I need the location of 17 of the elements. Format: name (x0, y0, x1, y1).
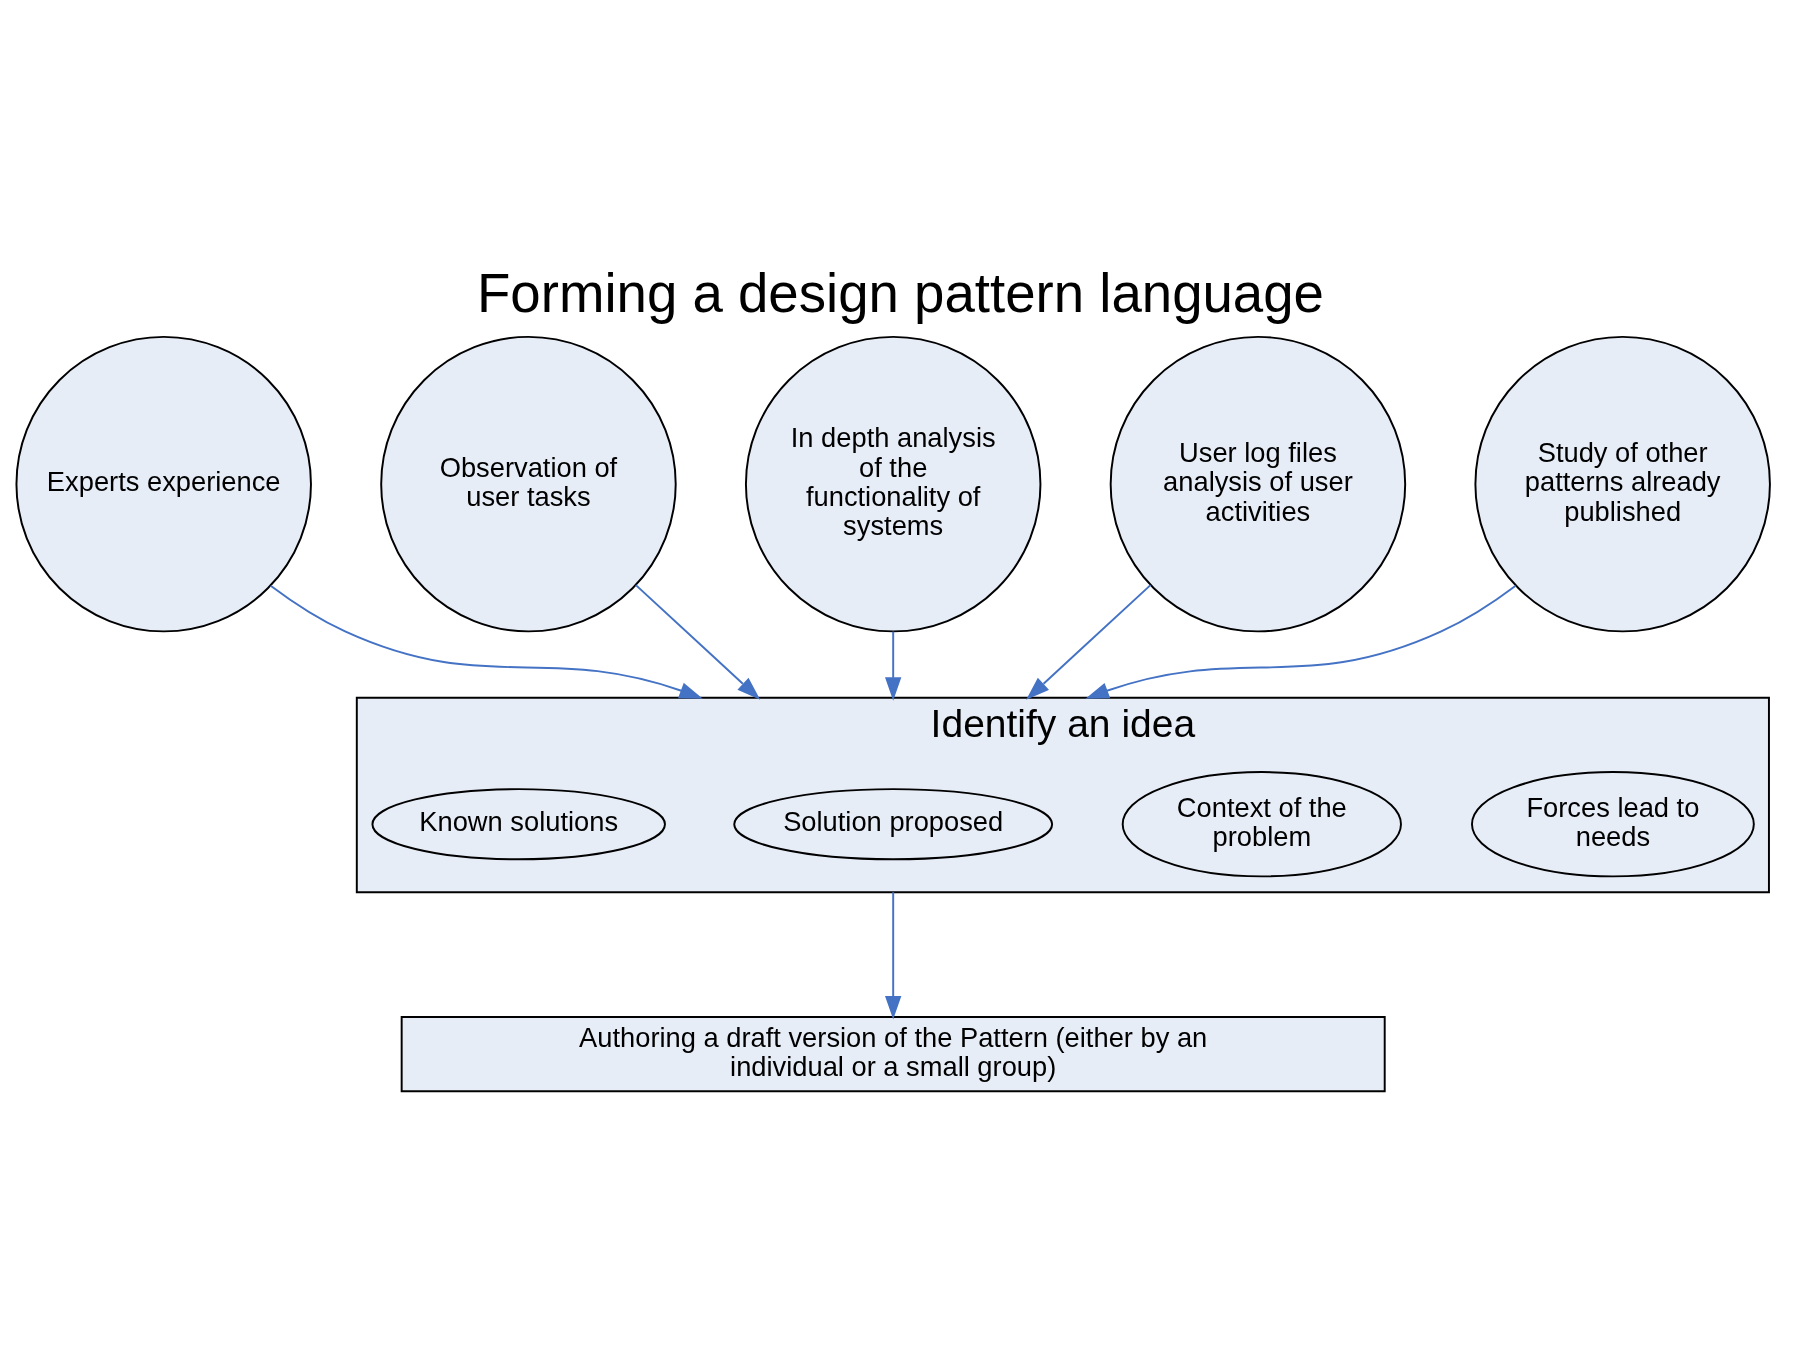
node-ellipse: Solution proposed (733, 788, 1054, 861)
arrow (1085, 584, 1517, 699)
arrow (885, 891, 902, 1020)
node-circle: In depth analysis of the functionality of systems (744, 335, 1042, 633)
diagram-title: Forming a design pattern language (476, 263, 1325, 325)
node-circle: Study of other patterns already published (1474, 335, 1771, 633)
arrow (634, 584, 761, 700)
node-ellipse: Known solutions (371, 788, 666, 861)
node-circle: User log files analysis of user activities (1109, 335, 1407, 633)
arrow (1026, 584, 1152, 700)
node-ellipse: Forces lead to needs (1471, 771, 1755, 878)
node-ellipse: Context of the problem (1121, 771, 1402, 878)
node-box: Authoring a draft version of the Pattern (either by an individual or a small group) (400, 1016, 1386, 1093)
arrow (269, 584, 703, 699)
node-circle: Observation of user tasks (380, 335, 677, 633)
node-circle: Experts experience (15, 335, 312, 633)
arrow (885, 630, 902, 701)
